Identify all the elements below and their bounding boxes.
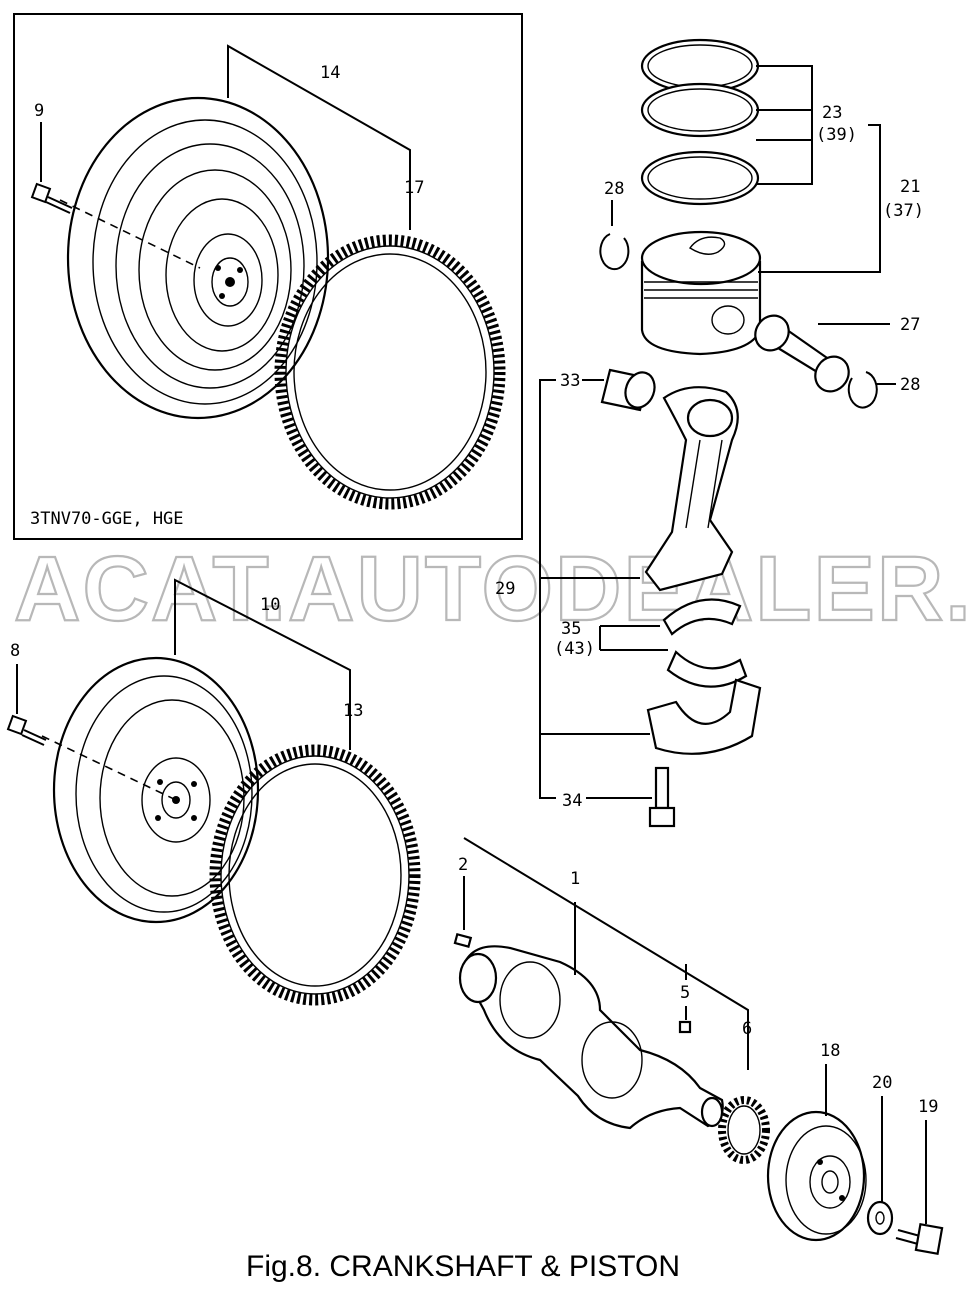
bearing-shell-35: [662, 598, 748, 688]
callout-1: 1: [570, 869, 580, 889]
piston-rings-23: [640, 38, 760, 206]
bolt-9: [30, 182, 73, 214]
callout-13: 13: [343, 701, 363, 721]
callout-35-alt: (43): [554, 639, 595, 659]
callout-28-left: 28: [604, 179, 624, 199]
inset-frame: [13, 13, 523, 540]
callout-29: 29: [495, 579, 515, 599]
flywheel-upper: [66, 96, 330, 420]
ring-gear-17: [274, 234, 506, 510]
callout-35: 35: [561, 619, 581, 639]
callout-21-alt: (37): [883, 201, 924, 221]
callout-33: 33: [560, 371, 580, 391]
callout-6: 6: [742, 1019, 752, 1039]
rod-cap: [646, 678, 762, 755]
washer-20: [866, 1200, 894, 1236]
callout-18: 18: [820, 1041, 840, 1061]
pin-2: [453, 932, 473, 948]
callout-21: 21: [900, 177, 920, 197]
figure-caption: Fig.8. CRANKSHAFT & PISTON: [246, 1250, 680, 1283]
callout-28-right: 28: [900, 375, 920, 395]
callout-19: 19: [918, 1097, 938, 1117]
crankshaft-1: [458, 945, 724, 1130]
callout-2: 2: [458, 855, 468, 875]
connecting-rod-29: [644, 386, 739, 592]
callout-10: 10: [260, 595, 280, 615]
callout-8: 8: [10, 641, 20, 661]
callout-34: 34: [562, 791, 582, 811]
callout-5: 5: [680, 983, 690, 1003]
callout-23-alt: (39): [816, 125, 857, 145]
bushing-33: [600, 368, 656, 412]
pulley-18: [766, 1110, 867, 1242]
callout-27: 27: [900, 315, 920, 335]
bolt-8: [6, 714, 47, 746]
bolt-19: [895, 1223, 944, 1255]
ring-gear-13: [209, 744, 421, 1006]
watermark: ACAT.AUTODEALER.RU: [14, 538, 970, 640]
inset-label: 3TNV70-GGE, HGE: [30, 509, 184, 529]
circlip-28-left: [599, 233, 630, 271]
piston-pin-27: [754, 314, 850, 393]
callout-9: 9: [34, 101, 44, 121]
rod-bolt-34: [648, 766, 676, 828]
callout-23: 23: [822, 103, 842, 123]
callout-20: 20: [872, 1073, 892, 1093]
callout-17: 17: [404, 178, 424, 198]
gear-6: [718, 1096, 770, 1164]
circlip-28-right: [847, 371, 878, 409]
key-5: [678, 1020, 692, 1034]
piston-21: [640, 230, 762, 356]
callout-14: 14: [320, 63, 340, 83]
